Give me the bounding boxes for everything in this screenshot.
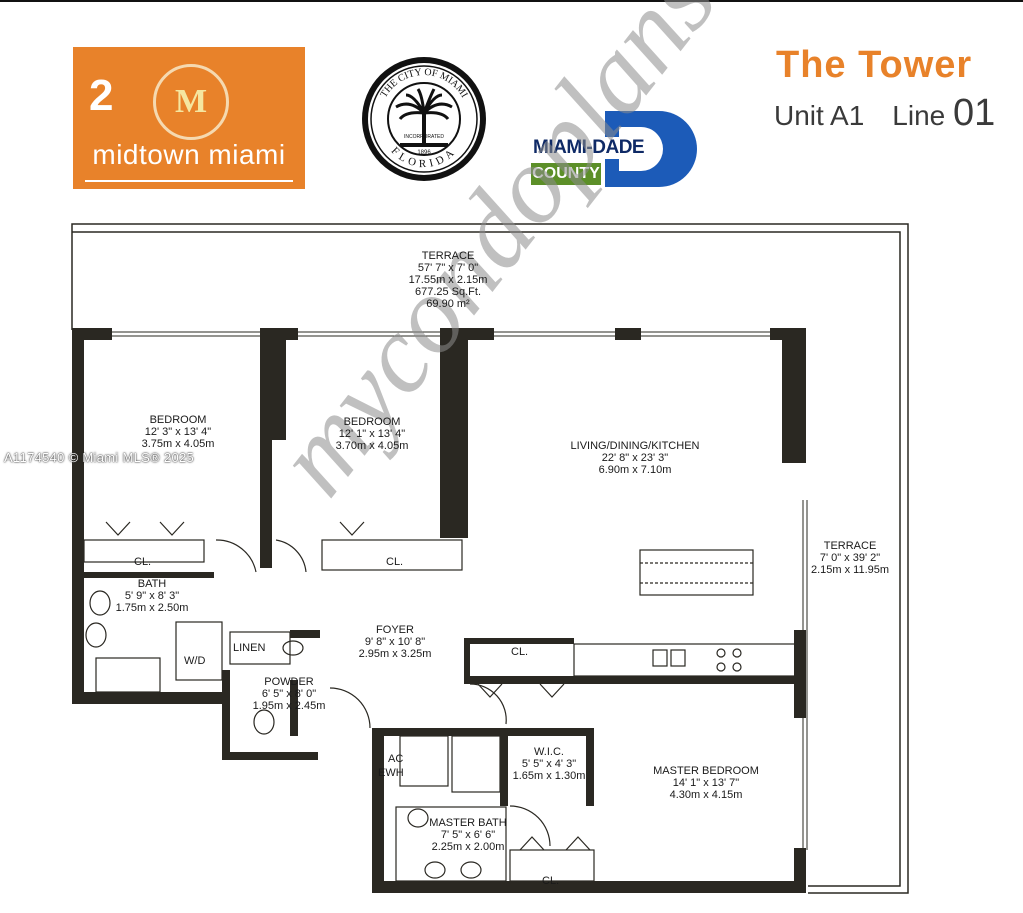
closet-label: CL.	[542, 875, 560, 887]
bedroom2-label: BEDROOM 12' 1" x 13' 4" 3.70m x 4.05m	[312, 416, 432, 452]
room-name: MASTER BATH	[429, 817, 507, 829]
washer-dryer-label: W/D	[184, 655, 206, 667]
room-dim-imperial: 9' 8" x 10' 8"	[364, 636, 426, 648]
room-dim-metric: 3.70m x 4.05m	[335, 440, 409, 452]
room-dim-imperial: 14' 1" x 13' 7"	[672, 777, 740, 789]
midtown-miami-logo: 2 M midtown miami	[73, 47, 305, 189]
svg-text:INCORPORATED: INCORPORATED	[404, 134, 444, 140]
closet-label: CL.	[386, 556, 404, 568]
unit-label: Unit A1	[774, 100, 865, 131]
room-name: TERRACE	[823, 540, 877, 552]
room-dim-metric: 6.90m x 7.10m	[598, 464, 672, 476]
county-label: COUNTY	[531, 163, 601, 185]
line-label: Line	[892, 100, 946, 131]
county-name: MIAMI-DADE	[531, 137, 647, 159]
room-dim-imperial: 5' 5" x 4' 3"	[521, 758, 577, 770]
terrace-side-label: TERRACE 7' 0" x 39' 2" 2.15m x 11.95m	[800, 540, 900, 576]
building-title: The Tower	[776, 44, 973, 86]
master-bedroom-label: MASTER BEDROOM 14' 1" x 13' 7" 4.30m x 4…	[646, 765, 766, 801]
room-dim-imperial: 7' 0" x 39' 2"	[819, 552, 881, 564]
terrace-top-label: TERRACE 57' 7" x 7' 0" 17.55m x 2.15m 67…	[398, 250, 498, 310]
miami-dade-county-logo: MIAMI-DADE COUNTY	[531, 111, 697, 187]
powder-label: POWDER 6' 5" x 8' 0" 1.95m x 2.45m	[246, 676, 332, 712]
room-dim-imperial: 12' 1" x 13' 4"	[338, 428, 406, 440]
ewh-label: EWH	[378, 767, 404, 779]
bedroom1-label: BEDROOM 12' 3" x 13' 4" 3.75m x 4.05m	[118, 414, 238, 450]
room-name: TERRACE	[421, 250, 475, 262]
room-name: FOYER	[376, 624, 414, 636]
logo-ring-icon	[153, 64, 229, 140]
top-border	[0, 0, 1023, 2]
room-name: POWDER	[264, 676, 314, 688]
brand-name: midtown miami	[92, 139, 286, 170]
room-area-sqft: 677.25 Sq.Ft.	[414, 286, 482, 298]
bath-label: BATH 5' 9" x 8' 3" 1.75m x 2.50m	[112, 578, 192, 614]
room-name: BEDROOM	[343, 416, 401, 428]
room-dim-metric: 2.25m x 2.00m	[431, 841, 505, 853]
brand-number: 2	[89, 71, 114, 120]
ac-label: AC	[388, 753, 404, 765]
terrace-outer-line	[71, 223, 909, 894]
svg-text:1896: 1896	[417, 150, 431, 156]
room-dim-metric: 3.75m x 4.05m	[141, 438, 215, 450]
foyer-label: FOYER 9' 8" x 10' 8" 2.95m x 3.25m	[350, 624, 440, 660]
room-dim-metric: 1.95m x 2.45m	[252, 700, 326, 712]
city-of-miami-seal-icon: THE CITY OF MIAMI FLORIDA INCORPORATED 1…	[362, 57, 486, 181]
brand-underline	[85, 180, 293, 182]
room-name: BATH	[137, 578, 167, 590]
room-dim-imperial: 7' 5" x 6' 6"	[440, 829, 496, 841]
walls	[72, 328, 806, 893]
interior-lines	[83, 521, 797, 882]
room-dim-imperial: 57' 7" x 7' 0"	[417, 262, 479, 274]
closet-label: CL.	[511, 646, 529, 658]
linen-label: LINEN	[233, 642, 266, 654]
line-number: 01	[953, 92, 996, 134]
room-dim-metric: 1.65m x 1.30m	[512, 770, 586, 782]
terrace-inner-line	[72, 231, 901, 887]
room-name: W.I.C.	[534, 746, 564, 758]
room-name: BEDROOM	[149, 414, 207, 426]
room-dim-metric: 2.15m x 11.95m	[810, 564, 890, 576]
room-dim-imperial: 6' 5" x 8' 0"	[261, 688, 317, 700]
room-dim-metric: 2.95m x 3.25m	[358, 648, 432, 660]
room-area-sqm: 69.90 m²	[426, 298, 470, 310]
living-label: LIVING/DINING/KITCHEN 22' 8" x 23' 3" 6.…	[545, 440, 725, 476]
room-dim-metric: 4.30m x 4.15m	[669, 789, 743, 801]
logo-m-icon: M	[175, 83, 208, 120]
room-name: LIVING/DINING/KITCHEN	[570, 440, 700, 452]
closet-label: CL.	[134, 556, 152, 568]
room-dim-imperial: 12' 3" x 13' 4"	[144, 426, 212, 438]
mls-watermark: A1174540 © Miami MLS® 2025	[4, 450, 195, 465]
room-dim-imperial: 5' 9" x 8' 3"	[124, 590, 180, 602]
master-bath-label: MASTER BATH 7' 5" x 6' 6" 2.25m x 2.00m	[420, 817, 516, 853]
wic-label: W.I.C. 5' 5" x 4' 3" 1.65m x 1.30m	[506, 746, 592, 782]
room-dim-metric: 1.75m x 2.50m	[115, 602, 189, 614]
room-name: MASTER BEDROOM	[653, 765, 759, 777]
room-dim-metric: 17.55m x 2.15m	[408, 274, 488, 286]
unit-subtitle: Unit A1 Line 01	[774, 92, 995, 135]
room-dim-imperial: 22' 8" x 23' 3"	[601, 452, 669, 464]
